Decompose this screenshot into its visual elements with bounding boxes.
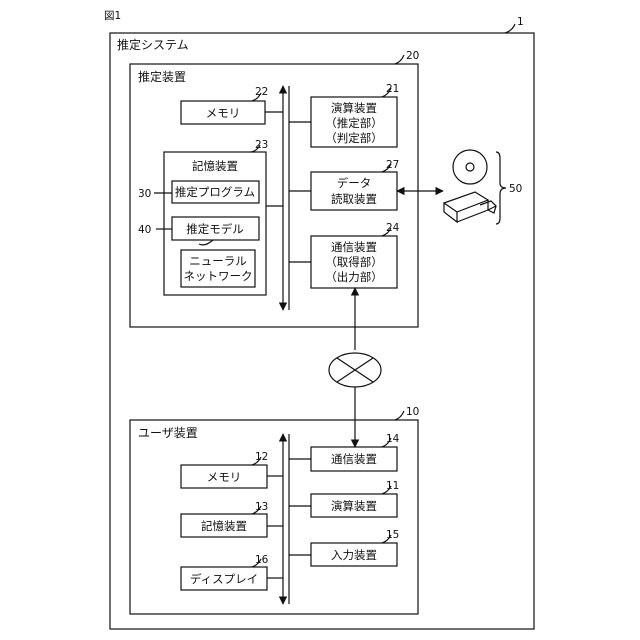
user-storage-ref: 13 [255,501,268,513]
est-compute-line2: （推定部） [325,116,383,130]
estimation-device-title: 推定装置 [138,69,186,84]
est-compute-ref: 21 [386,83,399,95]
usb-stick-icon [444,192,496,222]
media-brace [496,152,506,224]
est-storage-label: 記憶装置 [192,159,238,173]
system-ref-leader [505,24,515,33]
user-input-ref: 15 [386,529,399,541]
user-display-label: ディスプレイ [190,572,258,586]
user-display-ref: 16 [255,554,269,566]
program-ref: 30 [138,188,151,200]
model-ref: 40 [138,224,151,236]
program-label: 推定プログラム [175,185,255,199]
est-compute-line3: （判定部） [325,131,383,145]
est-comm-ref: 24 [386,222,400,234]
system-frame [110,33,534,629]
user-comm-ref: 14 [386,433,400,445]
est-memory-ref: 22 [255,86,268,98]
user-compute-label: 演算装置 [331,499,377,513]
network-leader [199,240,213,245]
media-ref: 50 [509,183,522,195]
user-input-label: 入力装置 [331,548,377,562]
estimation-device-ref: 20 [406,50,419,62]
figure-label: 図1 [104,10,121,22]
network-label-line1: ニューラル [189,254,247,268]
reader-ref: 27 [386,159,399,171]
user-storage-label: 記憶装置 [201,519,247,533]
est-comm-line2: （取得部） [325,255,383,269]
est-storage-ref: 23 [255,139,268,151]
system-title: 推定システム [117,37,189,52]
disc-hole-icon [466,163,474,171]
est-compute-line1: 演算装置 [331,101,377,115]
model-label: 推定モデル [186,222,244,236]
user-memory-ref: 12 [255,451,268,463]
user-device-ref: 10 [406,406,419,418]
est-comm-line1: 通信装置 [331,240,377,254]
user-memory-label: メモリ [207,470,242,484]
est-memory-label: メモリ [206,106,241,120]
user-comm-label: 通信装置 [331,452,377,466]
reader-line1: データ [337,176,372,190]
user-compute-ref: 11 [386,480,399,492]
est-comm-line3: （出力部） [325,270,383,284]
system-ref: 1 [517,16,524,28]
user-device-title: ユーザ装置 [138,426,198,440]
network-label-line2: ネットワーク [184,269,253,283]
disc-icon [453,150,487,184]
user-device-ref-leader [395,411,404,420]
estimation-device-ref-leader [395,55,404,64]
reader-line2: 読取装置 [331,192,377,206]
